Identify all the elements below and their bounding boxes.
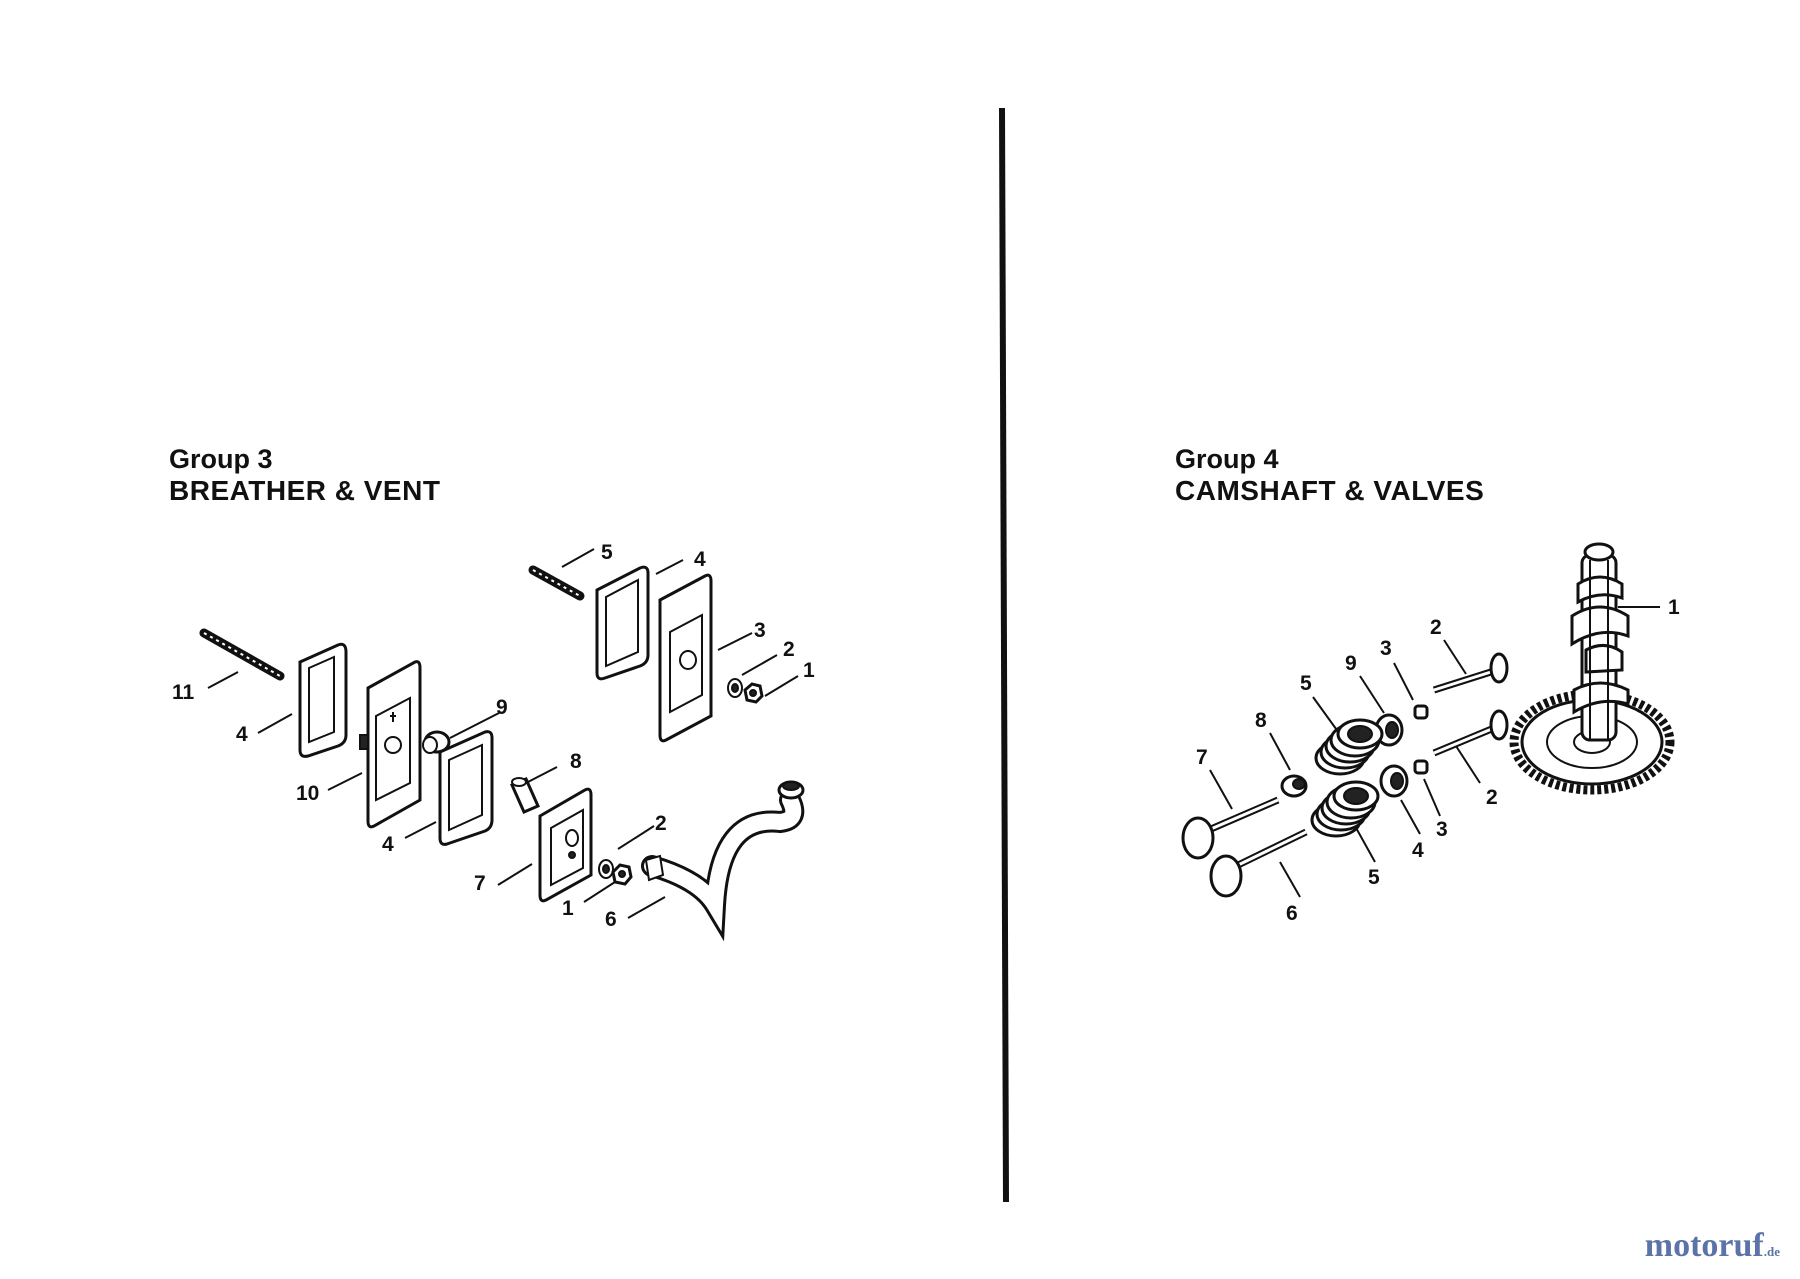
- gasket-middle-inner: [448, 743, 483, 832]
- valve-upper-right: [1432, 652, 1509, 694]
- group4-number: Group 4: [1175, 444, 1279, 474]
- breather-plate: [359, 660, 422, 829]
- callout-g4-8: 8: [1255, 709, 1267, 732]
- group3-number: Group 3: [169, 444, 273, 474]
- callout-g3-1-top: 1: [803, 659, 815, 682]
- callout-g4-4: 4: [1412, 839, 1424, 862]
- callout-g4-9: 9: [1345, 652, 1357, 675]
- callout-g3-2-bottom: 2: [655, 812, 667, 835]
- callout-g3-11: 11: [172, 681, 195, 704]
- callout-g4-2-top: 2: [1430, 616, 1442, 639]
- callout-g3-7: 7: [474, 872, 486, 895]
- nut-top: [743, 682, 764, 704]
- callout-g3-4-top: 4: [694, 548, 706, 571]
- group4-heading: Group 4 CAMSHAFT & VALVES: [1175, 444, 1484, 507]
- gasket-top-inner: [605, 578, 639, 668]
- callout-g4-3-bottom: 3: [1436, 818, 1448, 841]
- callout-g3-8: 8: [570, 750, 582, 773]
- spacer-tube: [510, 777, 540, 814]
- callout-g3-9: 9: [496, 696, 508, 719]
- camshaft: [1570, 542, 1630, 742]
- nut-bottom: [611, 863, 633, 886]
- group3-heading: Group 3 BREATHER & VENT: [169, 444, 440, 507]
- watermark-logo: motoruf.de: [1645, 1227, 1780, 1265]
- valve-left-upper: [1181, 796, 1280, 860]
- callout-g3-10: 10: [296, 782, 319, 805]
- callout-g3-4-left: 4: [236, 723, 248, 746]
- cam-gear: [1509, 689, 1675, 795]
- valve-left-lower: [1209, 828, 1308, 898]
- callout-g3-3: 3: [754, 619, 766, 642]
- valve-spring-upper: [1314, 718, 1384, 776]
- stud-long: [199, 628, 285, 681]
- breather-cup: [422, 730, 451, 754]
- callout-g4-6: 6: [1286, 902, 1298, 925]
- callout-g3-1-bottom: 1: [562, 897, 574, 920]
- washer-bottom: [598, 859, 614, 879]
- cover-plate-bottom: [538, 787, 593, 903]
- callout-g4-3-top: 3: [1380, 637, 1392, 660]
- group4-title: CAMSHAFT & VALVES: [1175, 475, 1485, 507]
- group3-drawing: 5 4 3 2 1 11 4 9 10 8 4 2 7 1 6: [172, 541, 815, 942]
- divider-line: [999, 107, 1009, 1203]
- spring-retainer-lower: [1379, 764, 1409, 798]
- valve-cap: [1280, 774, 1308, 798]
- watermark-tld: .de: [1763, 1244, 1780, 1259]
- callout-g3-6: 6: [605, 908, 617, 931]
- callout-g3-2-top: 2: [783, 638, 795, 661]
- group3-leaders: [207, 548, 799, 919]
- washer-top: [727, 678, 743, 698]
- callout-g4-1: 1: [1668, 596, 1680, 619]
- cover-plate-top: [658, 573, 713, 743]
- keeper-lower: [1413, 759, 1429, 775]
- callout-g4-7: 7: [1196, 746, 1208, 769]
- group4-leaders: [1209, 606, 1660, 898]
- watermark-name: motoruf: [1644, 1227, 1764, 1264]
- breather-tube: [641, 780, 805, 942]
- callout-g4-5-top: 5: [1300, 672, 1312, 695]
- group4-drawing: 1 2 3 9 5 8 7 2 3 4 5 6: [1181, 542, 1680, 925]
- keeper-upper: [1413, 704, 1429, 720]
- callout-g3-5: 5: [601, 541, 613, 564]
- stud-short: [528, 565, 585, 601]
- group4-callouts: 1 2 3 9 5 8 7 2 3 4 5 6: [1196, 596, 1680, 925]
- callout-g3-4-middle: 4: [382, 833, 394, 856]
- callout-g4-5-bottom: 5: [1368, 866, 1380, 889]
- gasket-left-inner: [308, 655, 335, 744]
- group3-title: BREATHER & VENT: [169, 475, 441, 507]
- callout-g4-2-bottom: 2: [1486, 786, 1498, 809]
- group3-callouts: 5 4 3 2 1 11 4 9 10 8 4 2 7 1 6: [172, 541, 815, 931]
- valve-spring-lower: [1310, 780, 1380, 838]
- valve-lower-right: [1432, 709, 1509, 757]
